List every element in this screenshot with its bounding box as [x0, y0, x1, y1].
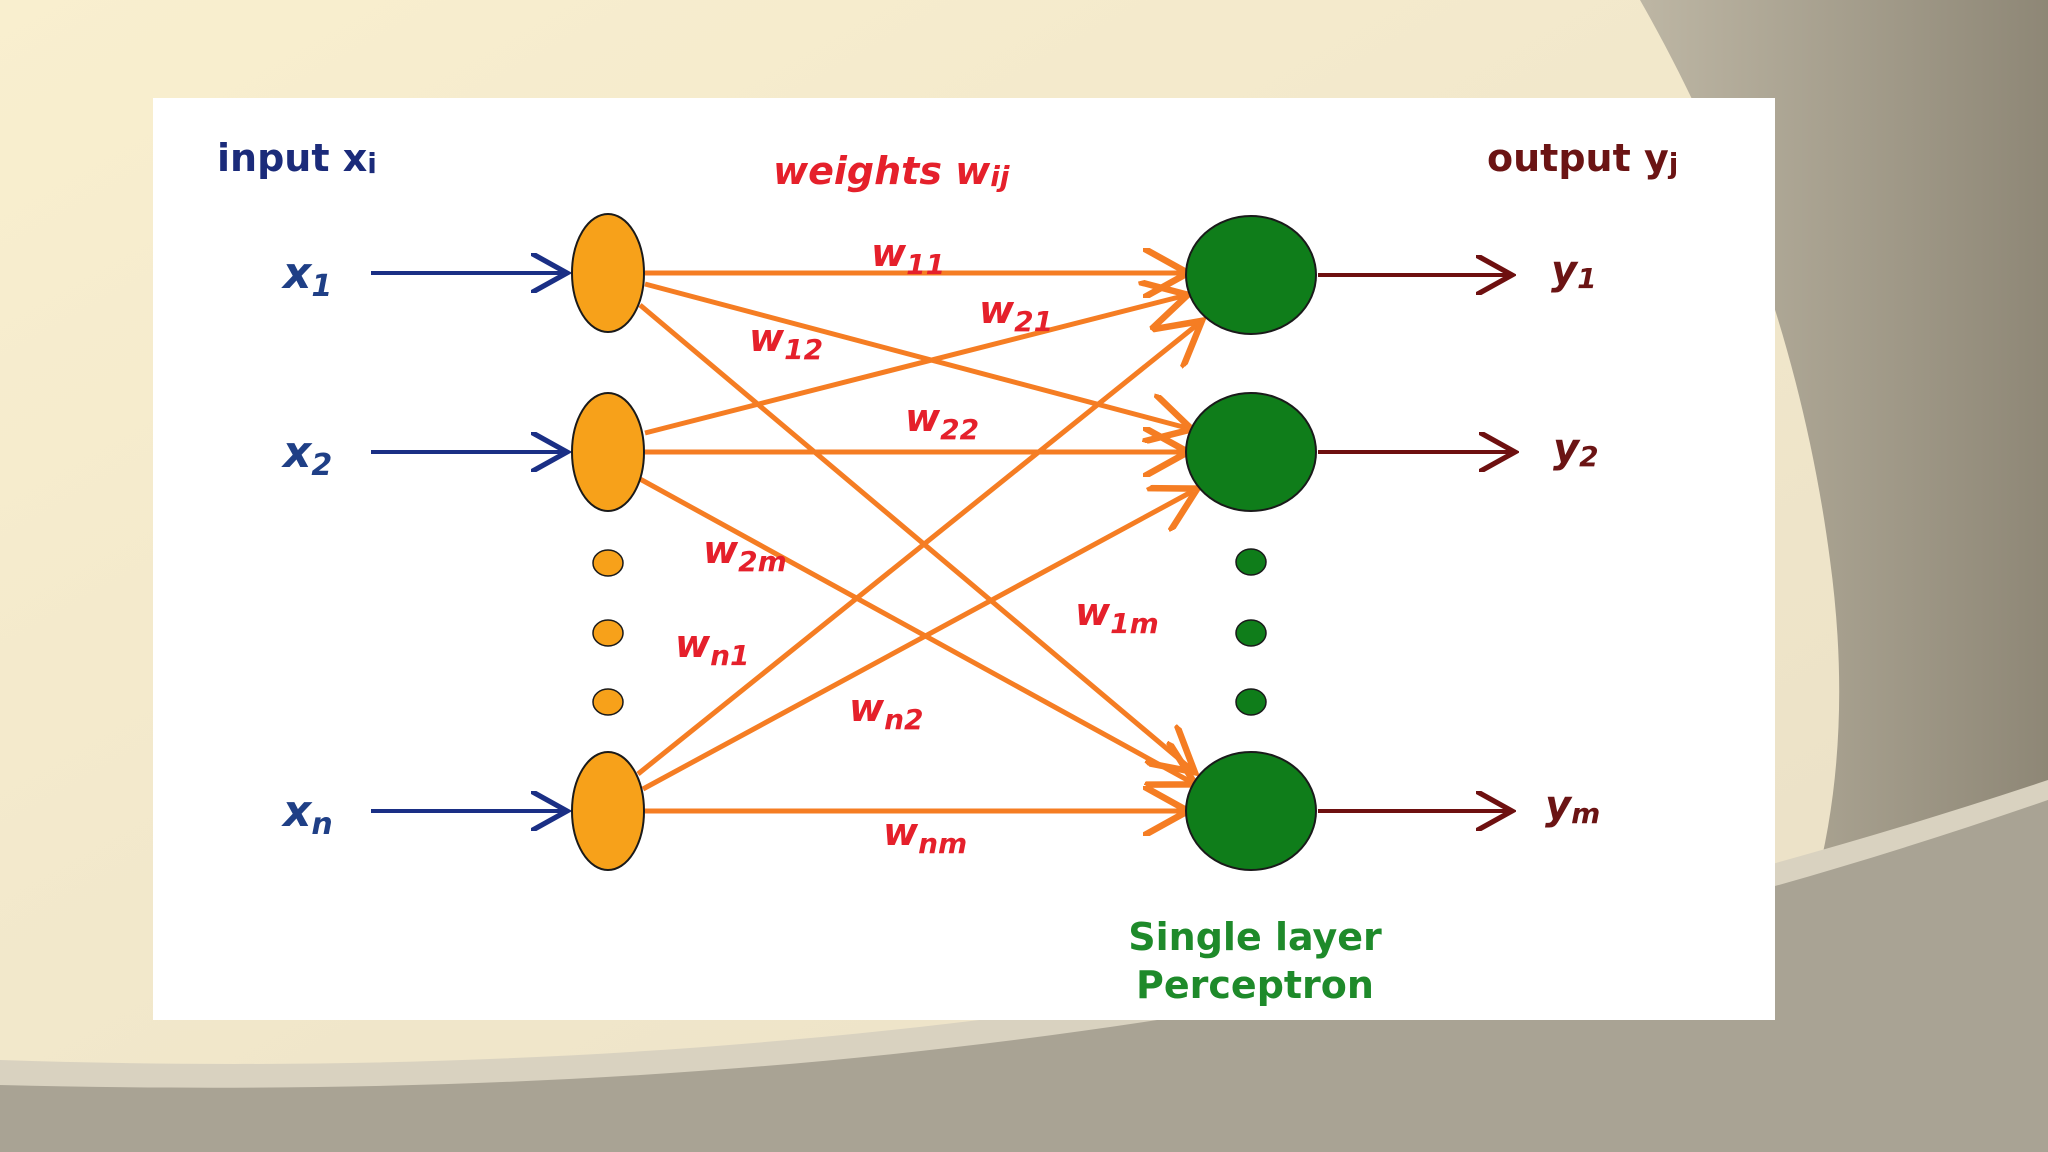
light-swoosh-bottom	[0, 780, 2048, 1088]
output-label-y1: y1	[1551, 248, 1597, 295]
input-node-n	[571, 751, 645, 871]
output-node-2	[1185, 392, 1317, 512]
weight-label-wnm: wnm	[883, 810, 967, 860]
output-node-m	[1185, 751, 1317, 871]
output-label-y2-sub: 2	[1579, 440, 1598, 473]
output-header: output yj	[1487, 136, 1678, 180]
weight-line-n1	[636, 324, 1198, 776]
weight-line-2m	[638, 476, 1191, 782]
weight-line-1m	[638, 303, 1191, 769]
perceptron-diagram: input xi weights wij output yj	[217, 136, 1678, 1007]
weight-label-w12: w12	[749, 316, 823, 366]
gray-swoosh-bottom	[0, 800, 2048, 1152]
input-ellipsis-dot	[592, 549, 624, 577]
input-node-1	[571, 213, 645, 333]
input-label-x1-sub: 1	[311, 269, 332, 304]
input-label-x2: x2	[281, 427, 332, 483]
input-ellipsis-dot	[592, 688, 624, 716]
output-ellipsis-dot	[1235, 688, 1267, 716]
weight-line-21	[644, 296, 1183, 436]
output-ellipsis-dot	[1235, 548, 1267, 576]
weight-label-w22: w22	[905, 396, 979, 446]
weight-label-w21: w21	[979, 288, 1053, 338]
input-ellipsis-dot	[592, 619, 624, 647]
weights-header: weights wij	[773, 149, 1010, 193]
output-label-y2: y2	[1553, 426, 1599, 473]
caption-line-2: Perceptron	[1136, 963, 1374, 1007]
input-label-xn-sub: n	[311, 807, 332, 842]
diagram-card: input xi weights wij output yj	[153, 98, 1775, 1020]
weight-label-w11: w11	[871, 231, 945, 281]
input-label-x1: x1	[281, 248, 332, 304]
input-label-xn: xn	[281, 786, 333, 842]
weight-label-w2m: w2m	[703, 528, 787, 578]
input-header-sub: i	[367, 147, 377, 180]
output-label-ym-sub: m	[1571, 797, 1600, 830]
input-header: input xi	[217, 136, 377, 180]
weight-label-w1m: w1m	[1075, 590, 1159, 640]
input-node-2	[571, 392, 645, 512]
output-label-ym: ym	[1545, 783, 1600, 830]
output-header-sub: j	[1668, 147, 1679, 180]
weights-header-sub: ij	[990, 160, 1010, 193]
caption-line-1: Single layer	[1128, 915, 1382, 959]
output-ellipsis-dot	[1235, 619, 1267, 647]
output-label-y1-sub: 1	[1577, 262, 1596, 295]
weight-label-wn2: wn2	[849, 686, 924, 736]
output-node-1	[1185, 215, 1317, 335]
input-label-x2-sub: 2	[311, 448, 332, 483]
weight-label-wn1: wn1	[675, 622, 750, 672]
weight-line-n2	[641, 491, 1193, 792]
